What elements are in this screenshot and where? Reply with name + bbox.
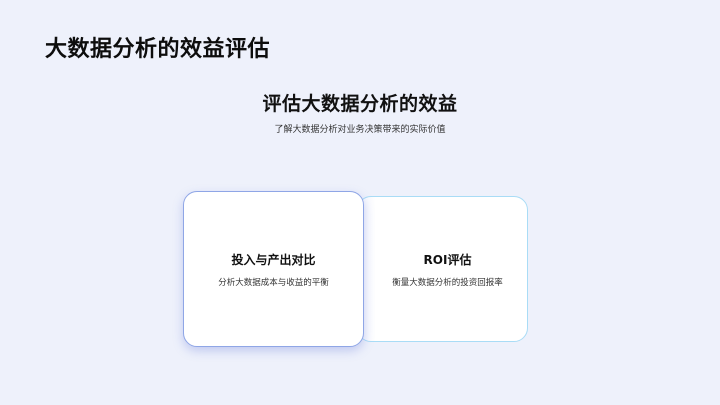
card-title: ROI评估 <box>423 252 472 267</box>
page-title: 大数据分析的效益评估 <box>45 37 271 62</box>
card-input-output-comparison: 投入与产出对比 分析大数据成本与收益的平衡 <box>183 191 364 347</box>
card-title: 投入与产出对比 <box>231 252 316 267</box>
card-description: 分析大数据成本与收益的平衡 <box>218 277 329 288</box>
hero-title: 评估大数据分析的效益 <box>262 93 458 115</box>
hero-subtitle: 了解大数据分析对业务决策带来的实际价值 <box>274 125 446 135</box>
card-roi-evaluation: ROI评估 衡量大数据分析的投资回报率 <box>357 196 528 342</box>
card-description: 衡量大数据分析的投资回报率 <box>392 277 503 288</box>
